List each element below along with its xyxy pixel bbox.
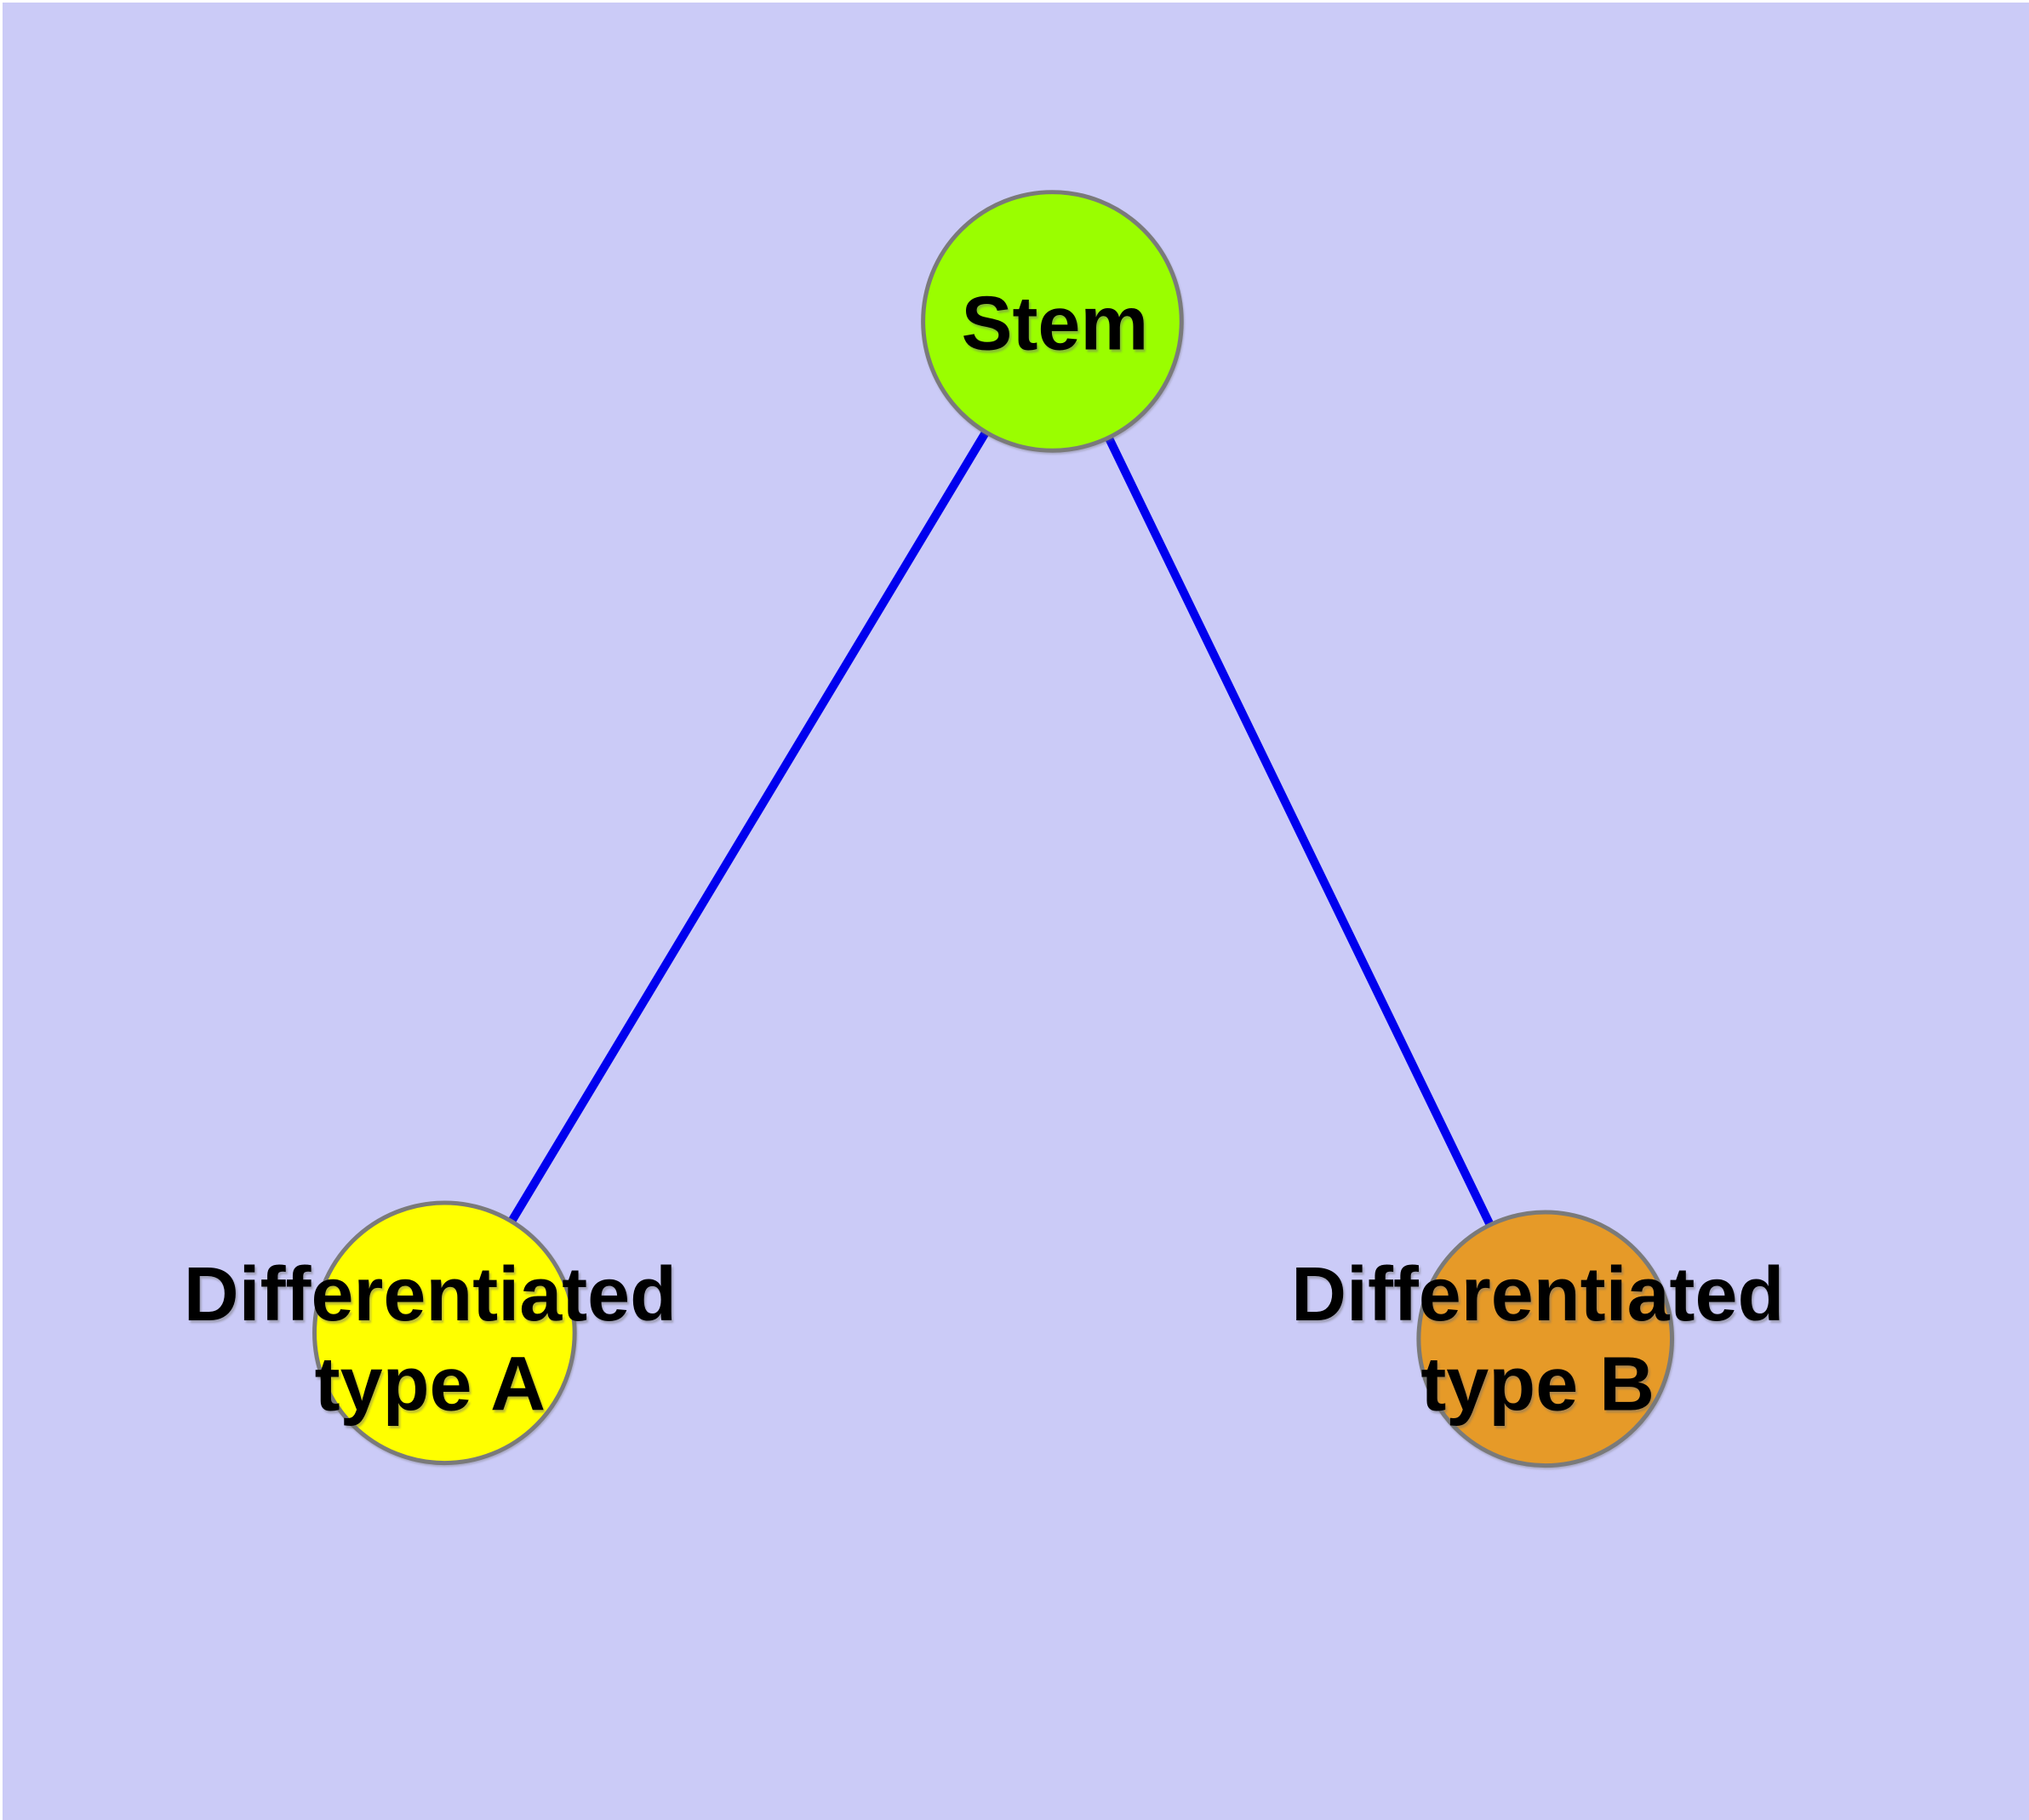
edges bbox=[441, 318, 1550, 1341]
type-a-node-circle bbox=[312, 1200, 577, 1466]
edge-stem-to-type-b bbox=[1048, 319, 1550, 1341]
stem-node-circle bbox=[921, 190, 1184, 453]
type-a-node-label-line2: type A bbox=[315, 1342, 546, 1428]
type-b-node-label-line1: Differentiated bbox=[1291, 1252, 1784, 1337]
stem-node-label: Stem bbox=[962, 281, 1149, 366]
type-b-node-circle bbox=[1416, 1210, 1675, 1468]
edge-stem-to-type-a bbox=[441, 318, 1056, 1336]
type-a-node-label-line1: Differentiated bbox=[184, 1252, 677, 1337]
node-type-b: Differentiated type B bbox=[1291, 1210, 1784, 1468]
type-b-node-label-line2: type B bbox=[1420, 1342, 1655, 1428]
node-type-a: Differentiated type A bbox=[184, 1200, 677, 1466]
node-stem: Stem bbox=[921, 190, 1184, 453]
graph-svg: Stem Differentiated type A Differentiate… bbox=[184, 190, 1784, 1468]
